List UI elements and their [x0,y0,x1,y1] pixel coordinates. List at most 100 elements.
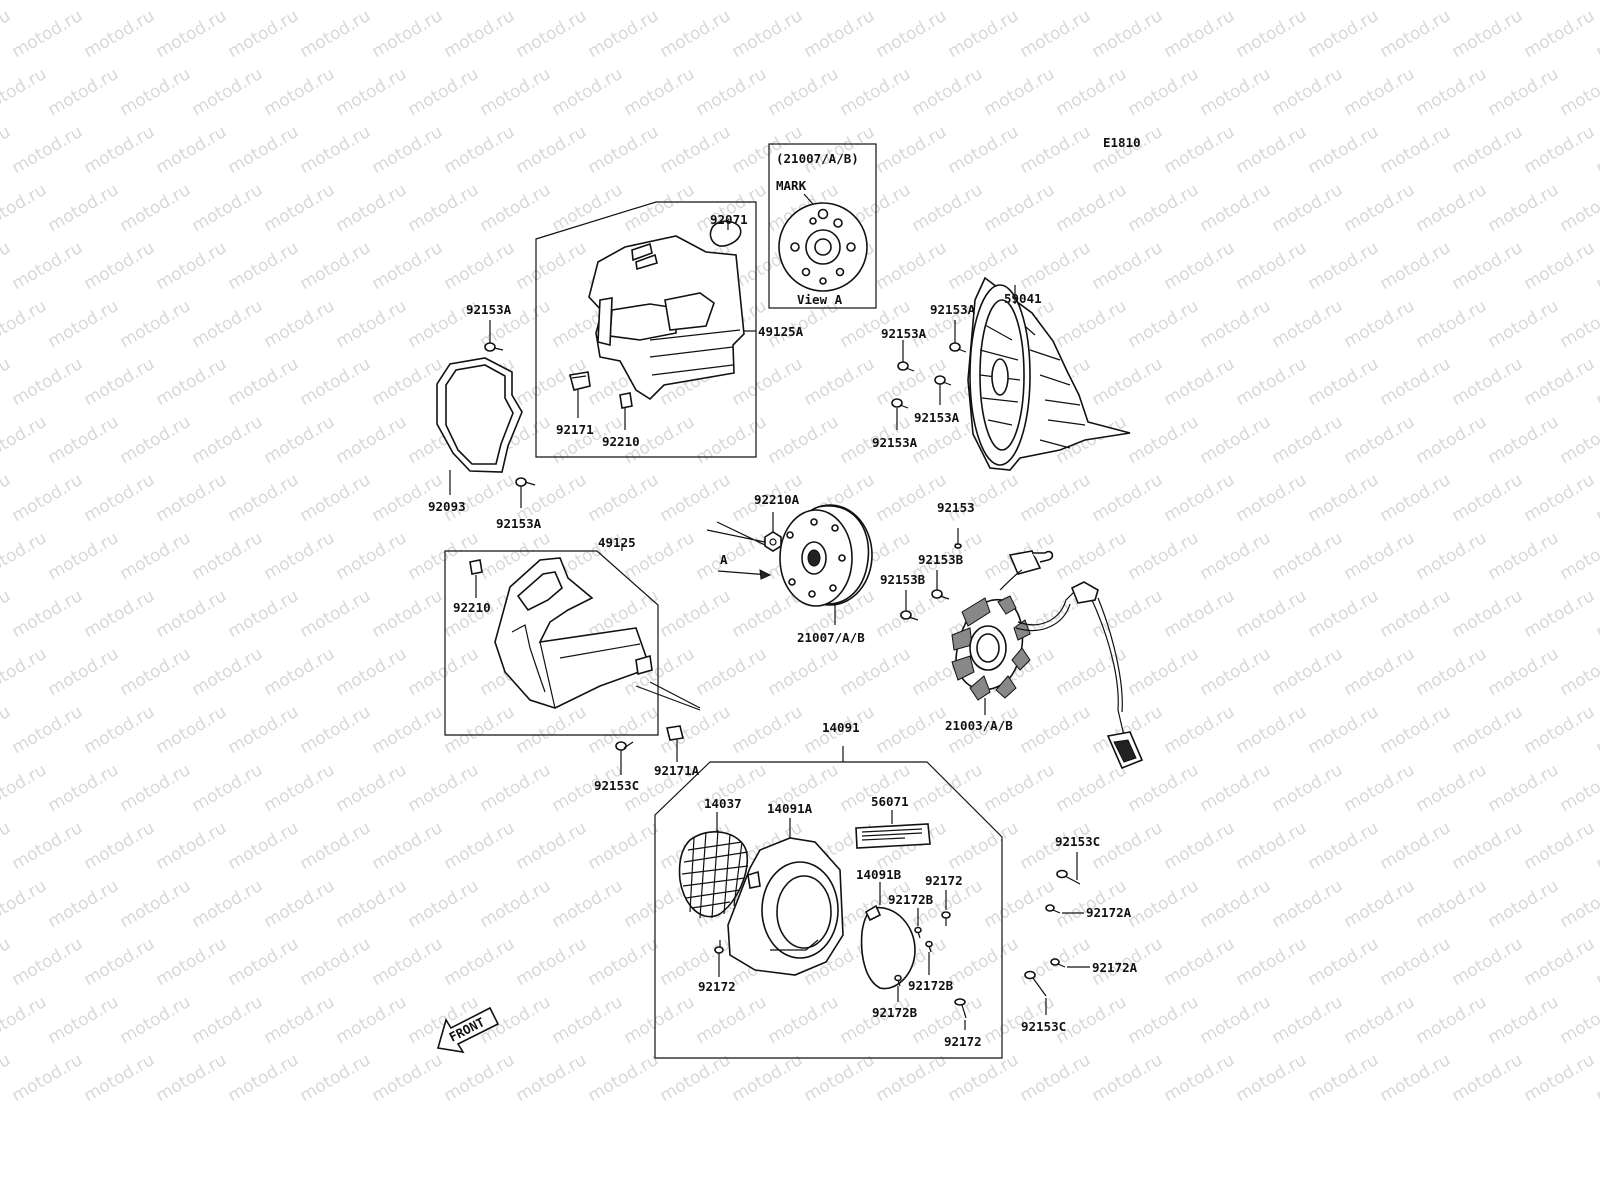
watermark-text: motod.ru [1233,122,1311,178]
watermark-text: motod.ru [297,6,375,62]
watermark-text: motod.ru [9,6,87,62]
watermark-text: motod.ru [873,238,951,294]
watermark-text: motod.ru [1557,876,1600,932]
watermark-text: motod.ru [0,470,14,526]
watermark-text: motod.ru [1161,1050,1239,1106]
watermark-text: motod.ru [1377,586,1455,642]
watermark-text: motod.ru [1305,470,1383,526]
watermark-text: motod.ru [1305,934,1383,990]
watermark-text: motod.ru [621,64,699,120]
label-59041: 59041 [1004,291,1042,306]
watermark-text: motod.ru [1413,64,1491,120]
watermark-text: motod.ru [81,586,159,642]
flywheel-21007 [779,504,873,607]
watermark-text: motod.ru [837,992,915,1048]
watermark-text: motod.ru [1449,6,1527,62]
watermark-text: motod.ru [153,6,231,62]
label-92153A-5: 92153A [914,410,960,425]
watermark-text: motod.ru [1521,934,1599,990]
label-92210-upper: 92210 [602,434,640,449]
watermark-text: motod.ru [1269,64,1347,120]
watermark-text: motod.ru [1089,122,1167,178]
watermark-text: motod.ru [765,992,843,1048]
watermark-text: motod.ru [477,64,555,120]
screw-92172B-3 [894,974,902,987]
label-92093: 92093 [428,499,466,514]
watermark-text: motod.ru [1125,644,1203,700]
watermark-text: motod.ru [441,122,519,178]
watermark-text: motod.ru [1125,296,1203,352]
watermark-text: motod.ru [333,64,411,120]
watermark-text: motod.ru [585,818,663,874]
label-92153C-3: 92153C [1021,1019,1066,1034]
watermark-text: motod.ru [1269,412,1347,468]
watermark-text: motod.ru [693,644,771,700]
watermark-text: motod.ru [549,876,627,932]
watermark-text: motod.ru [1341,876,1419,932]
clip-92171 [569,371,591,391]
watermark-text: motod.ru [1161,586,1239,642]
label-14037: 14037 [704,796,742,811]
watermark-text: motod.ru [1125,760,1203,816]
watermark-text: motod.ru [1377,238,1455,294]
label-21003: 21003/A/B [945,718,1013,733]
watermark-text: motod.ru [729,354,807,410]
wire-harness [1070,581,1144,770]
watermark-text: motod.ru [369,586,447,642]
watermark-text: motod.ru [1233,818,1311,874]
watermark-text: motod.ru [117,760,195,816]
watermark-text: motod.ru [909,64,987,120]
lower-shroud-group: 49125 92210 [444,535,701,736]
watermark-text: motod.ru [1341,0,1419,4]
watermark-text: motod.ru [9,818,87,874]
label-92172-1: 92172 [698,979,736,994]
watermark-text: motod.ru [1233,702,1311,758]
watermark-text: motod.ru [1485,644,1563,700]
watermark-text: motod.ru [765,412,843,468]
watermark-text: motod.ru [1521,818,1599,874]
watermark-text: motod.ru [1233,354,1311,410]
watermark-text: motod.ru [0,876,50,932]
label-92153A-6: 92153A [872,435,918,450]
watermark-text: motod.ru [873,6,951,62]
label-92153A-2: 92153A [496,516,542,531]
fan-59041 [967,276,1131,471]
watermark-text: motod.ru [0,586,14,642]
watermark-text: motod.ru [1341,64,1419,120]
watermark-text: motod.ru [45,296,123,352]
watermark-text: motod.ru [117,992,195,1048]
watermark-text: motod.ru [333,644,411,700]
cover-14091B [860,904,916,990]
watermark-text: motod.ru [1017,702,1095,758]
watermark-text: motod.ru [981,876,1059,932]
watermark-text: motod.ru [153,470,231,526]
watermark-text: motod.ru [0,1050,14,1106]
watermark-text: motod.ru [81,354,159,410]
bolt-92153A-2 [515,477,536,487]
watermark-text: motod.ru [765,0,843,4]
bolt-92153B-2 [900,610,919,621]
watermark-text: motod.ru [585,1050,663,1106]
watermark-text: motod.ru [225,470,303,526]
watermark-text: motod.ru [1413,180,1491,236]
watermark-text: motod.ru [369,934,447,990]
watermark-text: motod.ru [1017,6,1095,62]
label-92153: 92153 [937,500,975,515]
view-a-mark: MARK [776,178,807,193]
watermark-text: motod.ru [405,644,483,700]
pickup-coil [1008,550,1054,575]
watermark-text: motod.ru [1233,6,1311,62]
watermark-text: motod.ru [1377,1050,1455,1106]
nut-92210-lower [469,559,483,575]
watermark-text: motod.ru [549,0,627,4]
watermark-text: motod.ru [1377,470,1455,526]
watermark-text: motod.ru [405,876,483,932]
watermark-text: motod.ru [117,64,195,120]
watermark-text: motod.ru [549,64,627,120]
watermark-text: motod.ru [1485,992,1563,1048]
bolt-92172A-2 [1050,958,1066,968]
decal-56071 [855,823,931,849]
watermark-text: motod.ru [0,180,50,236]
watermark-text: motod.ru [333,412,411,468]
watermark-text: motod.ru [1269,644,1347,700]
